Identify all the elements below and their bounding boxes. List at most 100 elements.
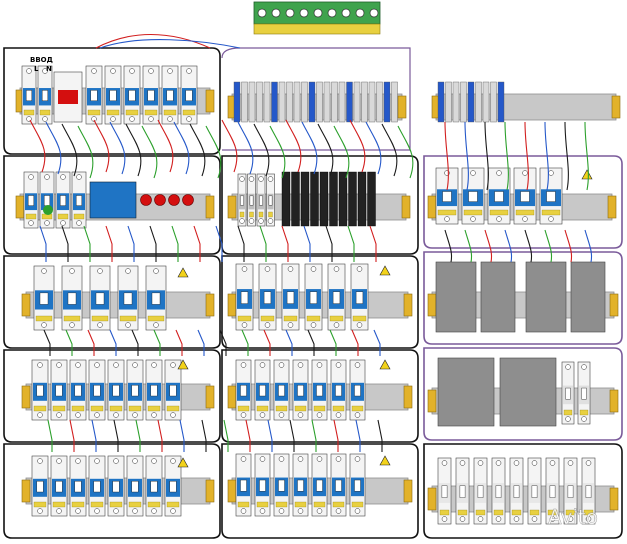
wire (285, 119, 302, 173)
terminal-clamp (391, 81, 398, 123)
wire (223, 419, 229, 452)
wire (269, 125, 286, 179)
wire (175, 329, 183, 356)
wire (153, 329, 161, 356)
circuit-breaker (61, 265, 83, 331)
circuit-breaker (164, 455, 182, 517)
circuit-breaker (39, 171, 55, 229)
rail-end-clamp (21, 293, 31, 317)
rail-end-clamp (609, 487, 619, 511)
power-supply (570, 261, 606, 333)
circuit-breaker (273, 359, 290, 421)
wire (281, 225, 289, 262)
circuit-breaker (55, 171, 71, 229)
power-supply (525, 261, 567, 333)
wire (263, 329, 271, 356)
circuit-breaker (473, 457, 488, 525)
power-supply (499, 357, 557, 427)
wire (109, 329, 117, 356)
circuit-breaker (117, 265, 139, 331)
terminal-clamp (376, 81, 383, 123)
terminal-clamp (482, 81, 490, 123)
wire (215, 225, 223, 262)
neutral-label: N (46, 65, 52, 73)
terminal-clamp (467, 81, 475, 123)
relay-module (310, 171, 319, 227)
circuit-breaker (50, 359, 68, 421)
circuit-breaker (527, 457, 542, 525)
circuit-breaker (437, 457, 452, 525)
rail-end-clamp (427, 293, 437, 317)
terminal-clamp (323, 81, 331, 123)
wire (83, 225, 91, 262)
rail-end-clamp (205, 89, 215, 113)
wire (259, 225, 267, 262)
rail-end-clamp (611, 95, 621, 119)
circuit-breaker (126, 455, 144, 517)
circuit-breaker (142, 65, 160, 125)
wire (241, 329, 249, 356)
wire (47, 419, 53, 452)
wire (584, 229, 593, 263)
power-supply (435, 261, 477, 333)
contactor-block (89, 181, 137, 219)
wire (125, 123, 142, 177)
circuit-breaker (349, 359, 366, 421)
wire (43, 329, 51, 356)
circuit-breaker (545, 457, 560, 525)
rail-end-clamp (227, 195, 237, 219)
wire (369, 225, 377, 262)
rail-end-clamp (227, 385, 237, 409)
wire (381, 123, 398, 177)
circuit-breaker (164, 359, 182, 421)
circuit-breaker (304, 263, 323, 331)
relay-module (348, 171, 357, 227)
circuit-breaker (145, 455, 163, 517)
wire (253, 123, 270, 177)
terminal-clamp (293, 81, 301, 123)
relay-module (329, 171, 338, 227)
wire (127, 225, 135, 262)
wire (444, 229, 453, 263)
rail-end-clamp (227, 293, 237, 317)
warning-icon (379, 265, 391, 276)
wire (45, 121, 62, 175)
circuit-breaker (85, 65, 103, 125)
wire (61, 225, 69, 262)
screw-terminal (355, 8, 365, 18)
indicator-lamp (140, 194, 152, 206)
screw-terminal (285, 8, 295, 18)
circuit-breaker (281, 263, 300, 331)
circuit-breaker (145, 265, 167, 331)
circuit-breaker (69, 359, 87, 421)
warning-icon (177, 457, 189, 468)
wire (77, 125, 94, 179)
wire (29, 119, 46, 173)
wire (65, 329, 73, 356)
terminal-clamp (286, 81, 293, 123)
din-modules (21, 65, 606, 525)
enclosure-borders (3, 47, 623, 539)
indicator-lamp (168, 194, 180, 206)
circuit-breaker (145, 359, 163, 421)
rail-end-clamp (403, 293, 413, 317)
screw-terminal (341, 8, 351, 18)
warning-icon (379, 455, 391, 466)
terminal-clamp (278, 81, 286, 123)
circuit-breaker (266, 173, 275, 227)
rail-end-clamp (403, 385, 413, 409)
wire-runs (29, 33, 593, 452)
terminal-clamp (331, 81, 338, 123)
wire (333, 419, 339, 452)
circuit-breaker (37, 65, 53, 125)
wire (157, 419, 163, 452)
circuit-breaker (491, 457, 506, 525)
circuit-breaker (180, 65, 198, 125)
rail-end-clamp (609, 389, 619, 413)
terminal-clamp (233, 81, 241, 123)
relay-module (319, 171, 329, 227)
rail-end-clamp (401, 195, 411, 219)
wire (564, 121, 569, 191)
